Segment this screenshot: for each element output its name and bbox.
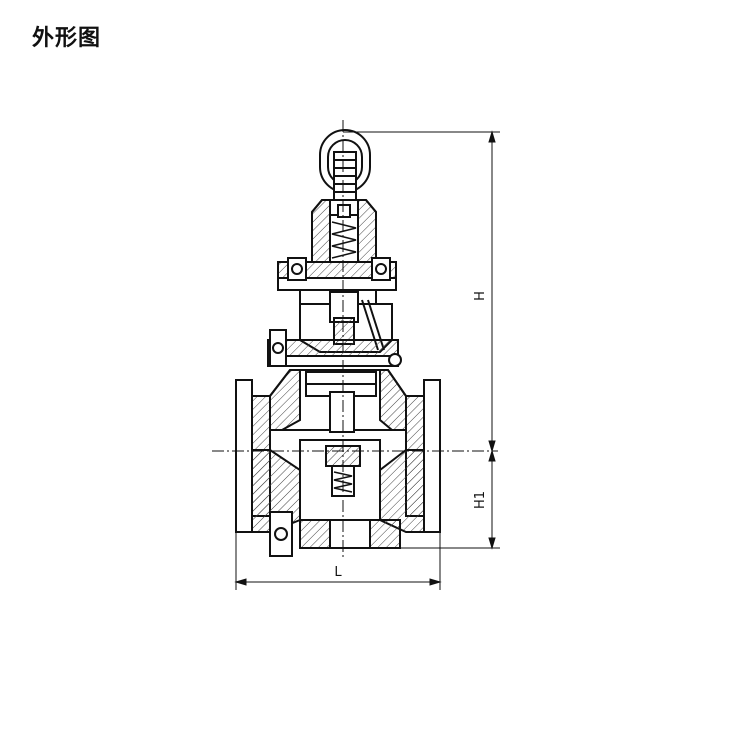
page-title: 外形图 — [32, 26, 102, 51]
dimension-label-l: L — [334, 565, 342, 580]
diaphragm-flange — [267, 329, 402, 367]
drain-bolt — [269, 511, 293, 557]
valve-body — [235, 369, 441, 549]
dimension-l — [234, 532, 442, 590]
dimension-label-h1: H1 — [473, 491, 488, 509]
dimension-h1 — [400, 449, 500, 550]
bonnet-bolt-left — [287, 257, 307, 281]
bonnet-bolt-right — [371, 257, 391, 281]
spring-housing — [311, 199, 377, 263]
dimension-label-h: H — [473, 291, 488, 301]
dimension-h — [343, 130, 500, 453]
lifting-ring — [319, 129, 371, 203]
centerlines — [212, 120, 498, 560]
